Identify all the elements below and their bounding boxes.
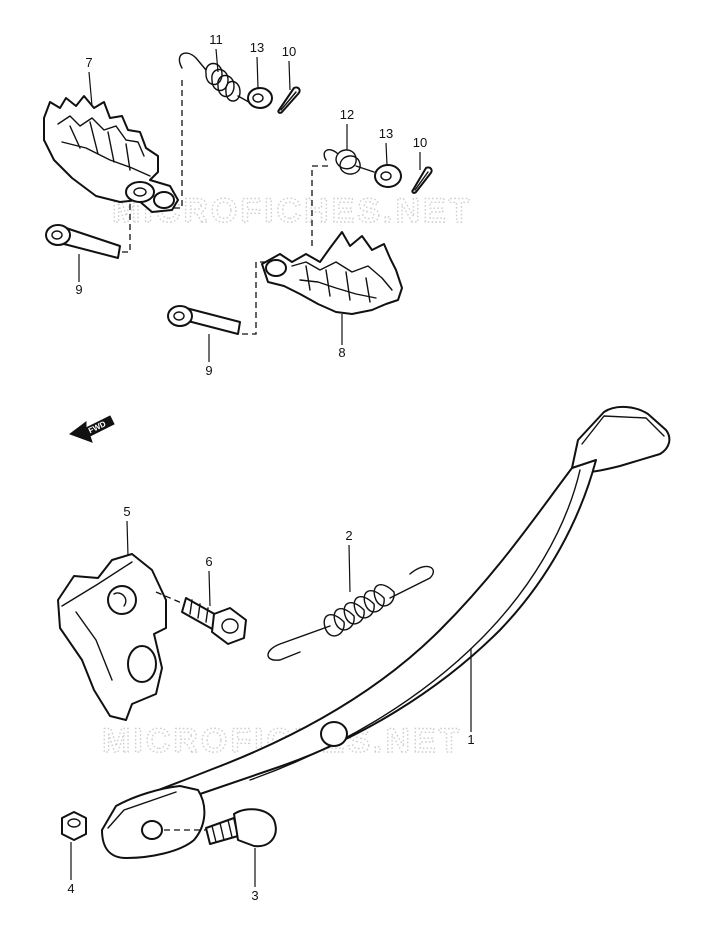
callout-13-right: 13 [379, 126, 393, 141]
alignment-line-bracket-bolt [155, 591, 185, 605]
cotter-pin-10-left [277, 86, 301, 114]
alignment-line-right-spring [311, 165, 328, 250]
callout-9-left: 9 [75, 282, 82, 297]
cotter-pin-10-right [411, 166, 433, 194]
footrest-left [43, 95, 179, 213]
spring-2 [267, 565, 435, 661]
washer-13-right [374, 164, 402, 188]
bracket-5 [57, 553, 167, 721]
footrest-right [261, 231, 403, 315]
alignment-line-left-pin [122, 200, 131, 253]
callout-2: 2 [345, 528, 352, 543]
callout-6: 6 [205, 554, 212, 569]
fwd-arrow-icon: FWD [68, 415, 115, 443]
pin-9-right [167, 305, 241, 335]
callout-10-right: 10 [413, 135, 427, 150]
spring-11 [178, 52, 257, 107]
callouts: 7 11 13 10 12 13 10 9 9 8 5 6 2 1 4 3 [67, 32, 474, 903]
callout-3: 3 [251, 888, 258, 903]
callout-4: 4 [67, 881, 74, 896]
bolt-6 [181, 597, 247, 645]
callout-13-left: 13 [250, 40, 264, 55]
bolt-3 [205, 808, 277, 848]
callout-9-right: 9 [205, 363, 212, 378]
callout-10-left: 10 [282, 44, 296, 59]
callout-11: 11 [209, 32, 223, 47]
callout-7: 7 [85, 55, 92, 70]
side-stand [101, 406, 671, 859]
washer-13-left [247, 87, 273, 109]
callout-12: 12 [340, 107, 354, 122]
alignment-line-left-spring [172, 80, 183, 209]
spring-12 [323, 149, 375, 175]
alignment-line-right-pin [242, 261, 266, 335]
callout-5: 5 [123, 504, 130, 519]
pin-9-left [45, 224, 121, 259]
callout-1: 1 [467, 732, 474, 747]
nut-4 [61, 811, 87, 841]
callout-8: 8 [338, 345, 345, 360]
